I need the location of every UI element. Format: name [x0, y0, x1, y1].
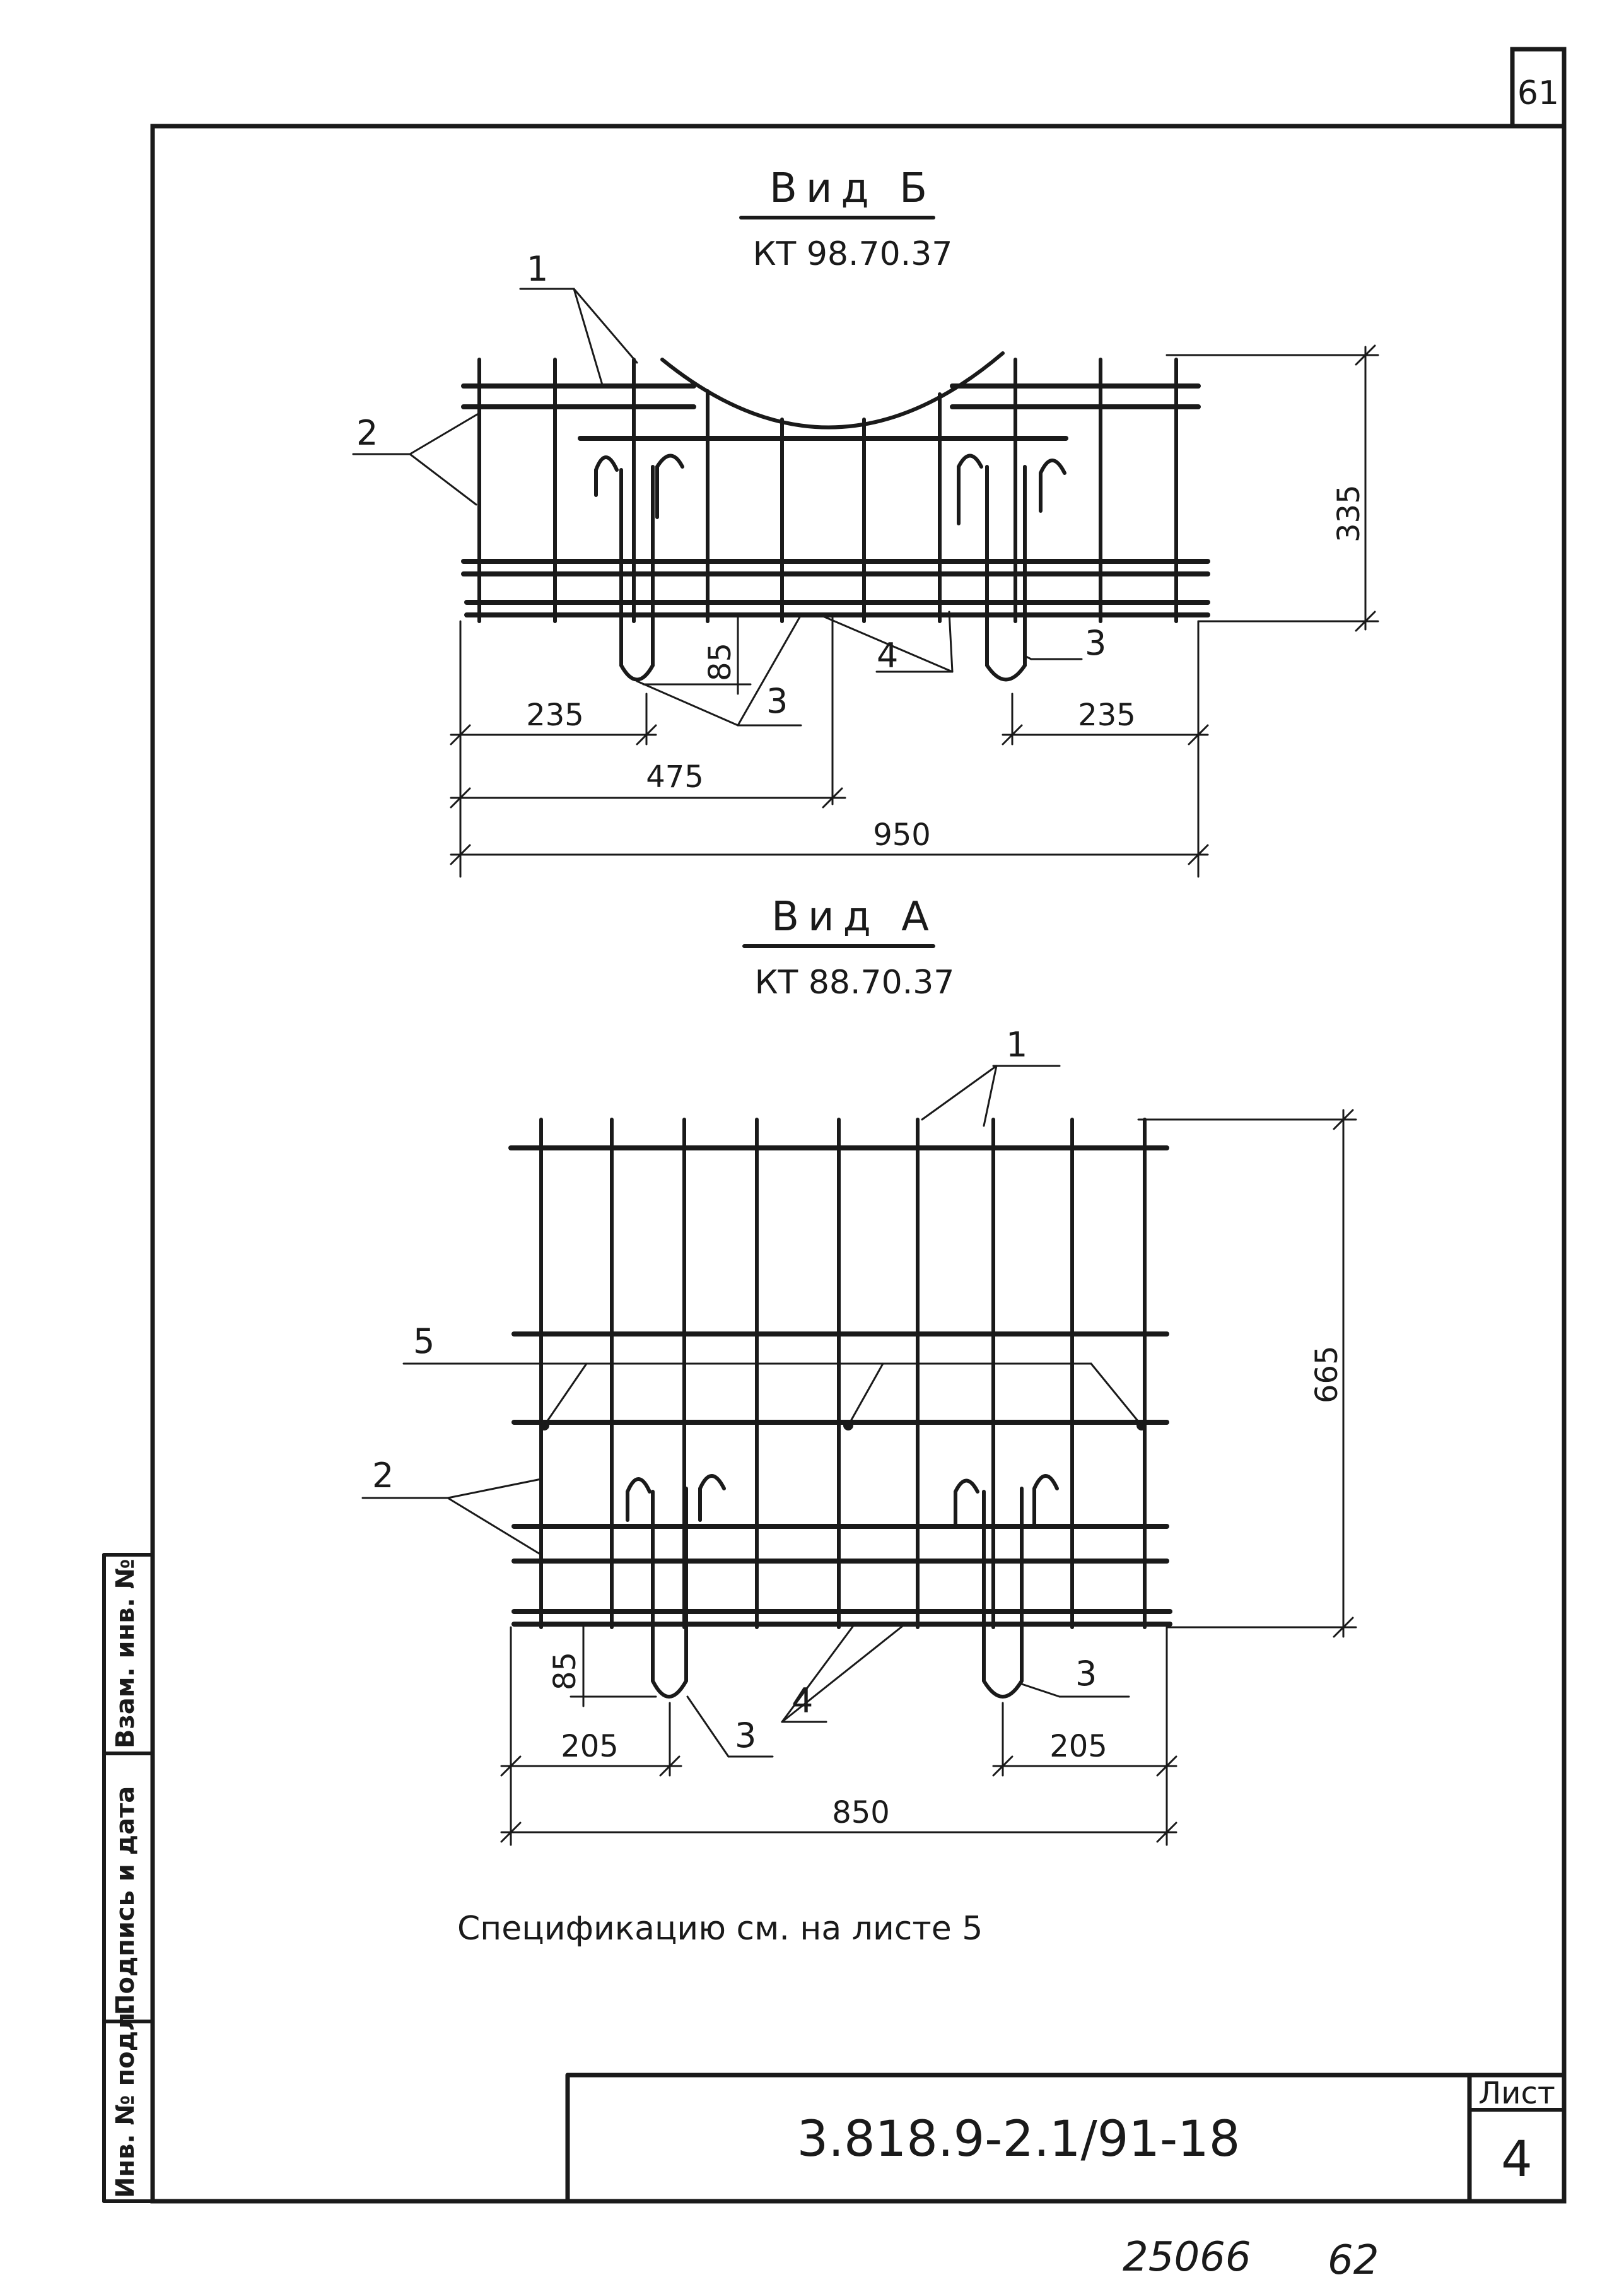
view-b-dim-right: 235	[1078, 698, 1136, 733]
view-b-mesh	[461, 351, 1210, 682]
view-a-code: КТ 88.70.37	[755, 964, 955, 1002]
view-a-pos5-label: 5	[413, 1321, 435, 1361]
view-a-dim-height: 665	[1309, 1345, 1345, 1403]
view-b-code: КТ 98.70.37	[753, 235, 953, 273]
view-b-pos4-label: 4	[877, 636, 898, 676]
view-a-dim-left: 205	[561, 1729, 619, 1764]
view-a-title: Вид А	[771, 894, 938, 940]
view-b-dim-half: 475	[646, 759, 704, 795]
view-a-pos4-label: 4	[792, 1681, 813, 1721]
view-a-leaders	[361, 1065, 1143, 1758]
view-a-pos1-label: 1	[1006, 1025, 1027, 1065]
view-b-dim-left: 235	[526, 698, 584, 733]
view-a-dim-total: 850	[832, 1795, 890, 1830]
sheet-label: Лист	[1478, 2076, 1555, 2111]
view-b-pos3-lower-label: 3	[766, 681, 788, 721]
side-field-inv-no: Инв. № подл.	[111, 2003, 140, 2198]
view-b-dim-hook-offset: 85	[703, 643, 738, 681]
view-a-pos3-right-label: 3	[1075, 1654, 1097, 1693]
view-a-dimensions	[500, 1109, 1357, 1846]
corner-number: 61	[1517, 74, 1559, 112]
specification-note: Спецификацию см. на листе 5	[457, 1910, 983, 1948]
view-b-pos1-label: 1	[527, 249, 548, 289]
view-b-pos3-right-label: 3	[1085, 623, 1106, 663]
document-code: 3.818.9-2.1/91-18	[797, 2111, 1241, 2168]
side-stamp: Инв. № подл. Подпись и дата Взам. инв. №	[102, 1553, 155, 2203]
view-b-leaders	[352, 288, 1083, 727]
view-a-pos3-lower-label: 3	[735, 1716, 756, 1755]
sheet-number: 4	[1501, 2131, 1533, 2188]
side-field-signature-date: Подпись и дата	[111, 1786, 140, 2015]
view-b-dim-height: 335	[1331, 484, 1367, 542]
page-number: 62	[1328, 2237, 1379, 2284]
drawing-frame	[150, 124, 1567, 2204]
view-b-title: Вид Б	[769, 165, 936, 212]
view-b-pos2-label: 2	[356, 413, 378, 453]
view-b-dimensions	[450, 344, 1379, 878]
view-a-mesh	[508, 1118, 1172, 1699]
title-block	[565, 2073, 1567, 2204]
view-a-dim-hook-offset: 85	[547, 1652, 583, 1690]
view-a-dim-right: 205	[1049, 1729, 1107, 1764]
side-field-replacement-inv: Взам. инв. №	[111, 1559, 140, 1748]
corner-number-box	[1510, 47, 1567, 129]
view-a-pos2-label: 2	[372, 1456, 394, 1495]
view-b-dim-total: 950	[873, 817, 931, 853]
archive-number: 25066	[1123, 2234, 1251, 2281]
